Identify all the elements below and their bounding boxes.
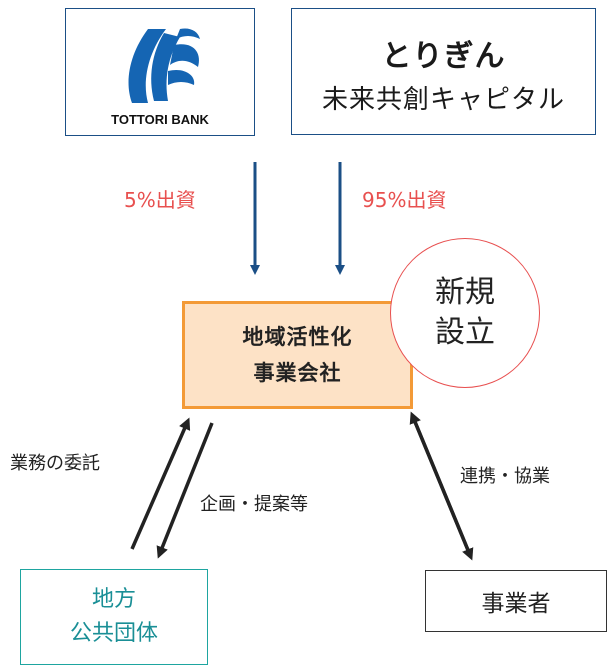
- municipality-line1: 地方: [91, 587, 136, 612]
- company-name-line2: 事業会社: [253, 361, 342, 385]
- tottori-bank-box: TOTTORI BANK: [65, 8, 255, 136]
- operator-label: 事業者: [481, 591, 551, 617]
- capital-name-top: とりぎん: [381, 39, 506, 74]
- proposal-arrow: [156, 422, 214, 559]
- capital-box: とりぎん 未来共創キャピタル: [291, 8, 596, 135]
- entrust-arrow: [130, 417, 191, 550]
- municipality-line2: 公共団体: [69, 621, 158, 646]
- proposal-label: 企画・提案等: [200, 494, 308, 515]
- tottori-bank-logo-icon: [128, 28, 200, 103]
- badge-line2: 設立: [435, 315, 495, 350]
- collaboration-label: 連携・協業: [460, 466, 550, 487]
- entrust-label: 業務の委託: [10, 453, 100, 474]
- capital-investment-label: 95%出資: [362, 188, 447, 212]
- business-operator-box: 事業者: [425, 570, 607, 632]
- badge-line1: 新規: [435, 275, 495, 310]
- regional-revitalization-company-box: 地域活性化 事業会社: [182, 301, 413, 409]
- collaboration-arrow-head-bottom: [411, 416, 474, 561]
- bank-name: TOTTORI BANK: [111, 112, 209, 127]
- bank-investment-label: 5%出資: [124, 188, 196, 212]
- new-establishment-badge: 新規 設立: [390, 238, 540, 388]
- company-name-line1: 地域活性化: [242, 325, 353, 349]
- local-government-box: 地方 公共団体: [20, 569, 208, 665]
- capital-name-bottom: 未来共創キャピタル: [321, 85, 565, 115]
